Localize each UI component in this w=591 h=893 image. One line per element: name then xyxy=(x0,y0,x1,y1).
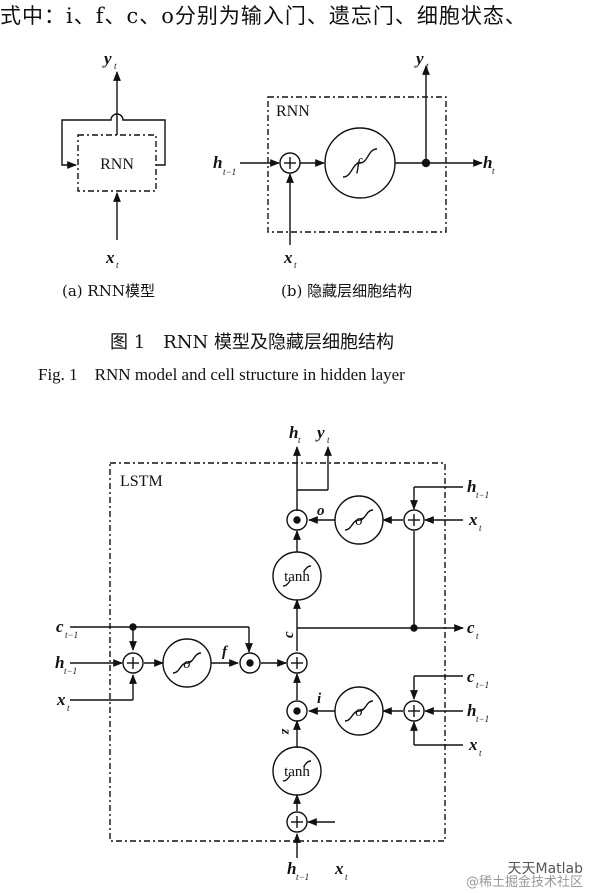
label-h-t-top: h t xyxy=(289,423,301,445)
svg-text:h: h xyxy=(287,859,296,878)
label-c-t-right: c t xyxy=(467,618,479,641)
gate-label-c: c xyxy=(281,631,297,638)
svg-text:t: t xyxy=(479,523,482,533)
svg-text:t−1: t−1 xyxy=(296,872,309,882)
svg-text:t−1: t−1 xyxy=(65,630,78,640)
sigma-label-input: σ xyxy=(355,704,363,720)
svg-text:t: t xyxy=(476,631,479,641)
sigma-node-output xyxy=(334,495,384,545)
svg-text:y: y xyxy=(414,49,424,68)
svg-text:y: y xyxy=(102,49,112,68)
tanh-node-lower xyxy=(272,746,322,796)
label-c-t-1-left: c t−1 xyxy=(56,617,78,640)
svg-text:x: x xyxy=(468,735,478,754)
rnn-box-label: RNN xyxy=(100,156,134,173)
label-x-t-output: x t xyxy=(468,510,482,533)
watermark: 天天Matlab @稀土掘金技术社区 xyxy=(466,862,583,890)
gate-label-o: o xyxy=(317,503,325,519)
svg-text:h: h xyxy=(55,653,64,672)
figure2-lstm-cell xyxy=(70,446,464,858)
caption-b: (b) 隐藏层细胞结构 xyxy=(281,282,412,300)
svg-text:x: x xyxy=(334,859,344,878)
label-x-t-input: x t xyxy=(468,735,482,758)
svg-text:t: t xyxy=(479,748,482,758)
figure1-rnn-model xyxy=(61,71,166,240)
label-c-t-1-input: c t−1 xyxy=(467,667,489,690)
svg-text:t: t xyxy=(294,260,297,270)
tanh-label-upper: tanh xyxy=(284,569,310,585)
svg-text:t−1: t−1 xyxy=(476,680,489,690)
label-h-t-1-left: h t−1 xyxy=(55,653,77,676)
svg-text:t−1: t−1 xyxy=(476,490,489,500)
watermark-source: @稀土掘金技术社区 xyxy=(465,875,583,890)
svg-text:t: t xyxy=(426,61,429,71)
svg-text:t−1: t−1 xyxy=(64,666,77,676)
sigma-label-output: σ xyxy=(355,513,363,529)
svg-text:t: t xyxy=(345,872,348,882)
product-node-output xyxy=(286,509,308,531)
sigma-label-forget: σ xyxy=(183,656,191,672)
label-y-t-a: y t xyxy=(102,49,117,71)
svg-text:h: h xyxy=(213,153,222,172)
svg-text:t: t xyxy=(492,166,495,176)
label-x-t-bottom: x t xyxy=(334,859,348,882)
product-node-input xyxy=(286,700,308,722)
label-x-t-a: x t xyxy=(105,248,119,270)
label-h-t-1-bottom: h t−1 xyxy=(287,859,309,882)
svg-text:h: h xyxy=(483,153,492,172)
sum-node-cell xyxy=(286,652,308,674)
caption-a: (a) RNN模型 xyxy=(62,282,155,300)
svg-text:x: x xyxy=(468,510,478,529)
sum-node-candidate xyxy=(286,811,308,833)
product-node-forget xyxy=(239,652,261,674)
label-x-t-left: x t xyxy=(56,690,70,713)
function-symbol-f: f xyxy=(356,155,363,174)
svg-text:c: c xyxy=(467,667,475,686)
label-h-t-1-b: h t−1 xyxy=(213,153,236,177)
cell-box xyxy=(267,96,447,233)
svg-text:t: t xyxy=(114,61,117,71)
svg-text:h: h xyxy=(467,477,476,496)
svg-text:x: x xyxy=(283,248,293,267)
gate-label-i: i xyxy=(317,691,322,707)
intro-text: 式中：i、f、c、o分别为输入门、遗忘门、细胞状态、 xyxy=(0,4,527,28)
svg-text:t−1: t−1 xyxy=(223,167,236,177)
svg-text:x: x xyxy=(105,248,115,267)
sigma-node-input xyxy=(334,686,384,736)
svg-text:c: c xyxy=(56,617,64,636)
watermark-brand: 天天Matlab xyxy=(507,861,583,877)
sum-node-forget xyxy=(122,652,144,674)
label-h-t-1-output: h t−1 xyxy=(467,477,489,500)
svg-text:t: t xyxy=(67,703,70,713)
label-h-t-b: h t xyxy=(483,153,495,176)
svg-text:t−1: t−1 xyxy=(476,714,489,724)
figure1-caption-cn: 图 1 RNN 模型及隐藏层细胞结构 xyxy=(110,332,394,353)
lstm-box xyxy=(109,462,446,842)
svg-text:h: h xyxy=(289,423,298,442)
sum-node-input xyxy=(403,700,425,722)
c-junction-dot-right xyxy=(410,624,418,632)
svg-text:t: t xyxy=(116,260,119,270)
tanh-node-upper xyxy=(272,551,322,601)
svg-text:x: x xyxy=(56,690,66,709)
figure1-cell-structure xyxy=(240,65,483,245)
gate-label-z: z xyxy=(278,728,293,735)
label-y-t-top: y t xyxy=(315,423,330,445)
svg-text:t: t xyxy=(327,435,330,445)
sigma-node-forget xyxy=(162,638,212,688)
svg-text:y: y xyxy=(315,423,325,442)
figure1-caption-en: Fig. 1 RNN model and cell structure in h… xyxy=(38,365,405,384)
gate-label-f: f xyxy=(222,644,229,660)
tanh-label-lower: tanh xyxy=(284,764,310,780)
lstm-box-label: LSTM xyxy=(120,473,163,490)
label-x-t-b: x t xyxy=(283,248,297,270)
svg-text:c: c xyxy=(467,618,475,637)
svg-text:t: t xyxy=(298,435,301,445)
svg-text:h: h xyxy=(467,701,476,720)
label-y-t-b: y t xyxy=(414,49,429,71)
sum-node-output xyxy=(403,509,425,531)
cell-box-label: RNN xyxy=(276,103,310,120)
label-h-t-1-input: h t−1 xyxy=(467,701,489,724)
